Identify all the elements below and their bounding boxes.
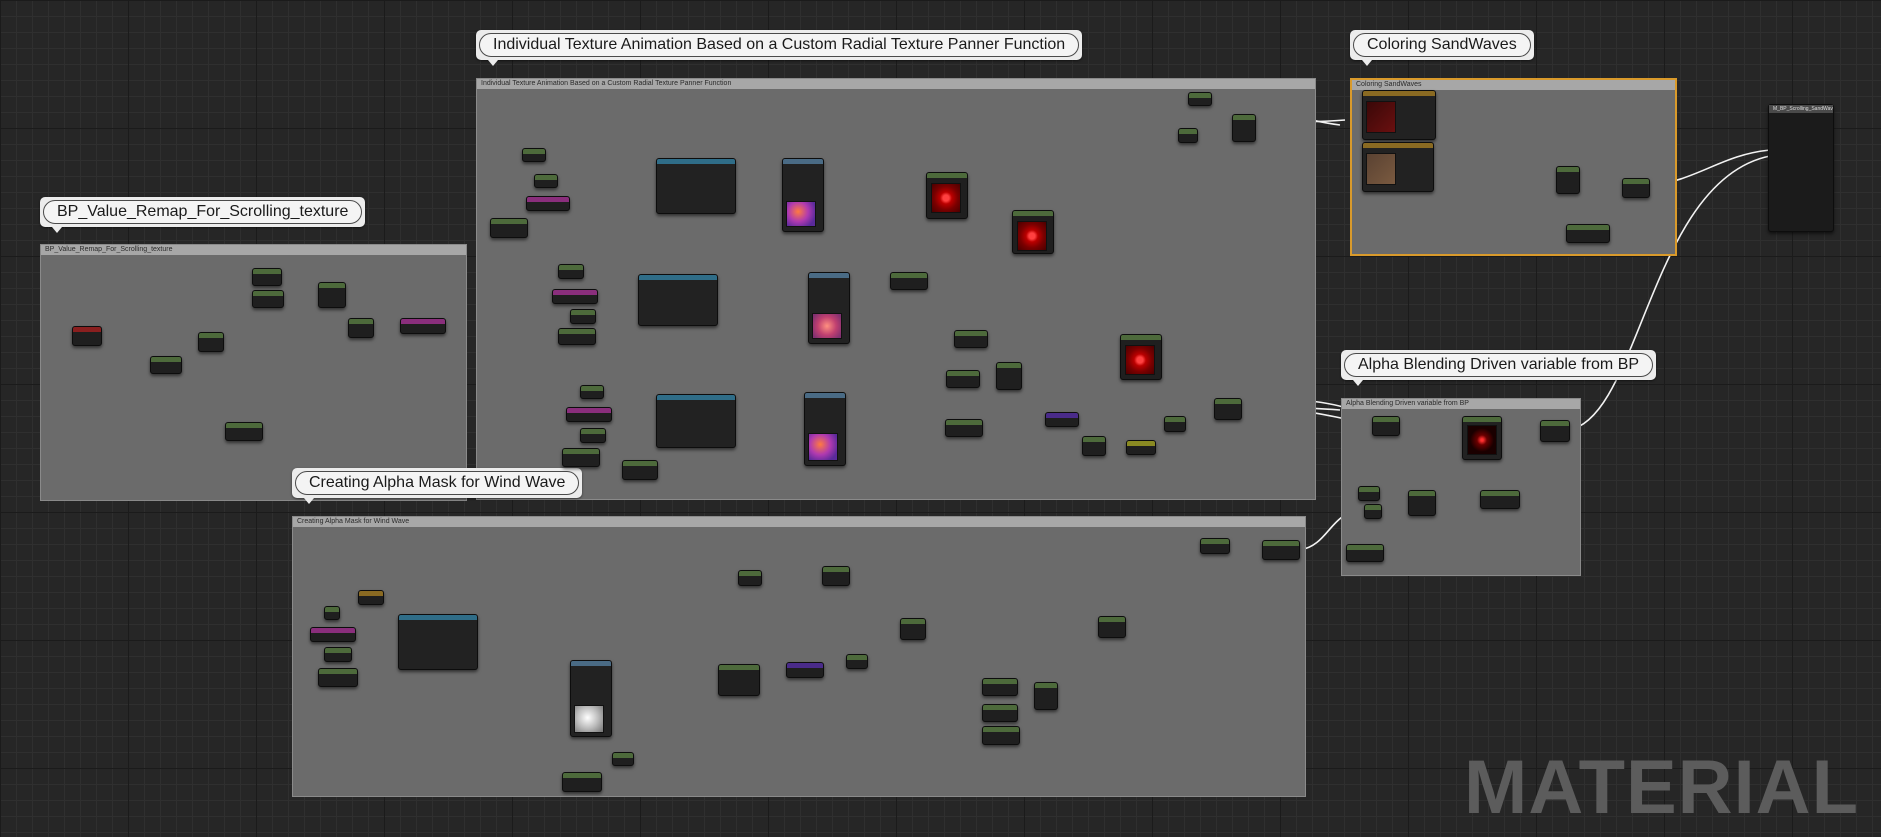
vector-param-node[interactable] — [1362, 142, 1434, 192]
material-output-node[interactable]: M_BP_Scrolling_SandWaves — [1768, 104, 1834, 232]
material-node[interactable] — [1082, 436, 1106, 456]
material-output-title: M_BP_Scrolling_SandWaves — [1769, 105, 1833, 113]
material-function-node[interactable] — [398, 614, 478, 670]
material-node[interactable] — [982, 704, 1018, 722]
material-node[interactable] — [1346, 544, 1384, 562]
material-node[interactable] — [1372, 416, 1400, 436]
material-node[interactable] — [72, 326, 102, 346]
material-node[interactable] — [562, 448, 600, 467]
material-node[interactable] — [558, 328, 596, 345]
material-node[interactable] — [522, 148, 546, 162]
material-node[interactable] — [570, 309, 596, 324]
comment-box-header: Coloring SandWaves — [1352, 80, 1675, 90]
comment-bubble-text: Individual Texture Animation Based on a … — [479, 33, 1080, 57]
material-node[interactable] — [562, 772, 602, 792]
material-node[interactable] — [580, 385, 604, 399]
material-node[interactable] — [1126, 440, 1156, 455]
material-node[interactable] — [558, 264, 584, 279]
material-node[interactable] — [252, 268, 282, 286]
material-node[interactable] — [150, 356, 182, 374]
comment-bubble-coloring[interactable]: Coloring SandWaves — [1350, 30, 1534, 66]
material-node[interactable] — [1540, 420, 1570, 442]
material-node[interactable] — [1262, 540, 1300, 560]
vector-param-node[interactable] — [1362, 90, 1436, 140]
material-node[interactable] — [225, 422, 263, 441]
material-node[interactable] — [954, 330, 988, 348]
comment-box-header: Alpha Blending Driven variable from BP — [1342, 399, 1580, 409]
comment-bubble-text: Coloring SandWaves — [1353, 33, 1531, 57]
material-node[interactable] — [1098, 616, 1126, 638]
material-node[interactable] — [358, 590, 384, 605]
material-node[interactable] — [1214, 398, 1242, 420]
comment-bubble-alpha-bp[interactable]: Alpha Blending Driven variable from BP — [1341, 350, 1657, 386]
material-node[interactable] — [1178, 128, 1198, 143]
material-node[interactable] — [552, 289, 598, 304]
texture-sample-node[interactable] — [782, 158, 824, 232]
comment-bubble-text: Creating Alpha Mask for Wind Wave — [295, 471, 580, 495]
material-node[interactable] — [318, 668, 358, 687]
texture-sample-node[interactable] — [570, 660, 612, 737]
material-node[interactable] — [846, 654, 868, 669]
material-node[interactable] — [198, 332, 224, 352]
material-node[interactable] — [318, 282, 346, 308]
material-node[interactable] — [324, 606, 340, 620]
material-node[interactable] — [1556, 166, 1580, 194]
material-node[interactable] — [252, 290, 284, 308]
material-node[interactable] — [1566, 224, 1610, 243]
material-node[interactable] — [1034, 682, 1058, 710]
material-watermark: MATERIAL — [1464, 745, 1859, 830]
material-node[interactable] — [534, 174, 558, 188]
comment-box-header: Creating Alpha Mask for Wind Wave — [293, 517, 1305, 527]
comment-box-header: Individual Texture Animation Based on a … — [477, 79, 1315, 89]
material-node[interactable] — [1408, 490, 1436, 516]
material-node[interactable] — [1045, 412, 1079, 427]
material-node[interactable] — [900, 618, 926, 640]
material-function-node[interactable] — [656, 394, 736, 448]
material-node[interactable] — [982, 726, 1020, 745]
material-node[interactable] — [1120, 334, 1162, 380]
material-node[interactable] — [738, 570, 762, 586]
comment-bubble-mask[interactable]: Creating Alpha Mask for Wind Wave — [292, 468, 583, 504]
material-node[interactable] — [1164, 416, 1186, 432]
material-node[interactable] — [490, 218, 528, 238]
material-node[interactable] — [348, 318, 374, 338]
material-node[interactable] — [1200, 538, 1230, 554]
material-node[interactable] — [324, 647, 352, 662]
texture-sample-node[interactable] — [808, 272, 850, 344]
comment-bubble-anim[interactable]: Individual Texture Animation Based on a … — [476, 30, 1083, 66]
comment-box-remap[interactable]: BP_Value_Remap_For_Scrolling_texture — [40, 244, 467, 501]
comment-bubble-text: Alpha Blending Driven variable from BP — [1344, 353, 1654, 377]
material-node[interactable] — [718, 664, 760, 696]
comment-box-header: BP_Value_Remap_For_Scrolling_texture — [41, 245, 466, 255]
material-node[interactable] — [526, 196, 570, 211]
material-function-node[interactable] — [656, 158, 736, 214]
material-node[interactable] — [400, 318, 446, 334]
material-node[interactable] — [310, 627, 356, 642]
material-node[interactable] — [1358, 486, 1380, 501]
material-node[interactable] — [1188, 92, 1212, 106]
comment-bubble-remap[interactable]: BP_Value_Remap_For_Scrolling_texture — [40, 197, 366, 233]
material-node[interactable] — [580, 428, 606, 443]
material-node[interactable] — [822, 566, 850, 586]
material-node[interactable] — [946, 370, 980, 388]
material-node[interactable] — [1480, 490, 1520, 509]
material-node[interactable] — [1462, 416, 1502, 460]
material-node[interactable] — [945, 419, 983, 437]
material-node[interactable] — [1232, 114, 1256, 142]
material-node[interactable] — [1622, 178, 1650, 198]
material-node[interactable] — [566, 407, 612, 422]
material-node[interactable] — [926, 172, 968, 219]
material-node[interactable] — [612, 752, 634, 766]
material-node[interactable] — [1012, 210, 1054, 254]
comment-bubble-text: BP_Value_Remap_For_Scrolling_texture — [43, 200, 363, 224]
material-function-node[interactable] — [638, 274, 718, 326]
material-node[interactable] — [622, 460, 658, 480]
material-node[interactable] — [786, 662, 824, 678]
material-node[interactable] — [1364, 504, 1382, 519]
material-node[interactable] — [890, 272, 928, 290]
material-node[interactable] — [982, 678, 1018, 696]
texture-sample-node[interactable] — [804, 392, 846, 466]
material-node[interactable] — [996, 362, 1022, 390]
